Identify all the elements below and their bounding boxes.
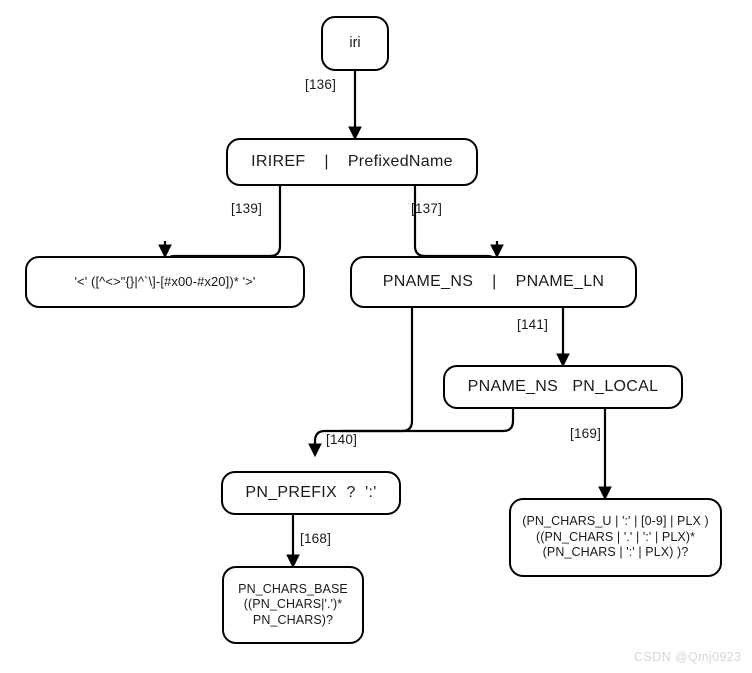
- node-pn-chars-base[interactable]: PN_CHARS_BASE ((PN_CHARS|'.')* PN_CHARS)…: [222, 566, 364, 644]
- node-pname-ns-pn-local-label: PNAME_NS PN_LOCAL: [467, 378, 659, 395]
- node-iri-label: iri: [349, 35, 361, 52]
- edge-137: [413, 186, 499, 267]
- edge-label-168: [168]: [300, 531, 332, 546]
- edge-label-139: [139]: [231, 201, 263, 216]
- node-pname-ns-pname-ln-label: PNAME_NS | PNAME_LN: [382, 273, 605, 290]
- node-pn-prefix[interactable]: PN_PREFIX ? ':': [221, 471, 401, 515]
- node-iriref-prefixedname-label: IRIREF | PrefixedName: [251, 153, 453, 170]
- edge-140-branch: [340, 409, 515, 433]
- edge-139: [163, 186, 282, 267]
- watermark: CSDN @Qmj0923: [634, 650, 742, 664]
- node-pname-ns-pname-ln[interactable]: PNAME_NS | PNAME_LN: [350, 256, 637, 308]
- edge-label-137: [137]: [411, 201, 443, 216]
- edge-label-136: [136]: [305, 77, 337, 92]
- node-iriref-regex-label: '<' ([^<>"{}|^`\]-[#x00-#x20])* '>': [74, 273, 256, 289]
- node-iriref-regex[interactable]: '<' ([^<>"{}|^`\]-[#x00-#x20])* '>': [25, 256, 305, 308]
- node-pn-chars-base-label: PN_CHARS_BASE ((PN_CHARS|'.')* PN_CHARS)…: [238, 581, 348, 627]
- edge-label-141: [141]: [517, 317, 549, 332]
- node-pn-local-regex[interactable]: (PN_CHARS_U | ':' | [0-9] | PLX ) ((PN_C…: [509, 498, 722, 577]
- node-iriref-prefixedname[interactable]: IRIREF | PrefixedName: [226, 138, 478, 186]
- node-pn-prefix-label: PN_PREFIX ? ':': [245, 484, 377, 501]
- node-pname-ns-pn-local[interactable]: PNAME_NS PN_LOCAL: [443, 365, 683, 409]
- edge-label-140: [140]: [326, 432, 358, 447]
- node-iri[interactable]: iri: [321, 16, 389, 71]
- node-pn-local-regex-label: (PN_CHARS_U | ':' | [0-9] | PLX ) ((PN_C…: [522, 514, 709, 560]
- edge-label-169: [169]: [570, 426, 602, 441]
